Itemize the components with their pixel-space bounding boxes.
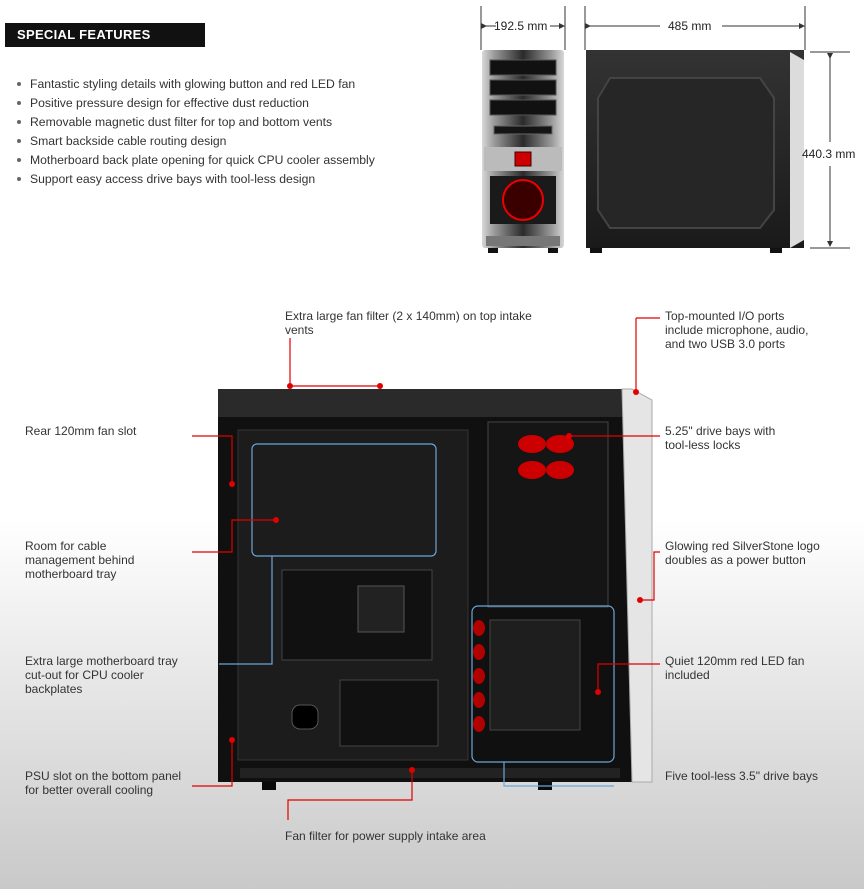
- callout-lines: [192, 317, 660, 820]
- callout-top-filter: Extra large fan filter (2 x 140mm) on to…: [285, 309, 532, 337]
- dimension-depth: 485 mm: [668, 19, 712, 33]
- callout-rear-fan: Rear 120mm fan slot: [25, 424, 137, 438]
- callout-hdd-bays: Five tool-less 3.5" drive bays: [665, 769, 818, 783]
- callout-bottom-filter: Fan filter for power supply intake area: [285, 829, 486, 843]
- feature-list: Fantastic styling details with glowing b…: [14, 76, 375, 190]
- feature-item: Fantastic styling details with glowing b…: [14, 76, 375, 95]
- section-title: SPECIAL FEATURES: [5, 23, 205, 47]
- case-interior-view: [218, 388, 653, 790]
- callout-dots: [229, 383, 643, 773]
- dimension-lines: [480, 6, 850, 249]
- feature-item: Motherboard back plate opening for quick…: [14, 152, 375, 171]
- feature-item: Positive pressure design for effective d…: [14, 95, 375, 114]
- highlight-outlines: [219, 443, 615, 787]
- feature-item: Support easy access drive bays with tool…: [14, 171, 375, 190]
- dimension-height: 440.3 mm: [802, 147, 856, 161]
- case-front-view: [482, 50, 564, 253]
- dimension-width: 192.5 mm: [494, 19, 548, 33]
- feature-item: Smart backside cable routing design: [14, 133, 375, 152]
- feature-item: Removable magnetic dust filter for top a…: [14, 114, 375, 133]
- case-side-view: [586, 50, 804, 253]
